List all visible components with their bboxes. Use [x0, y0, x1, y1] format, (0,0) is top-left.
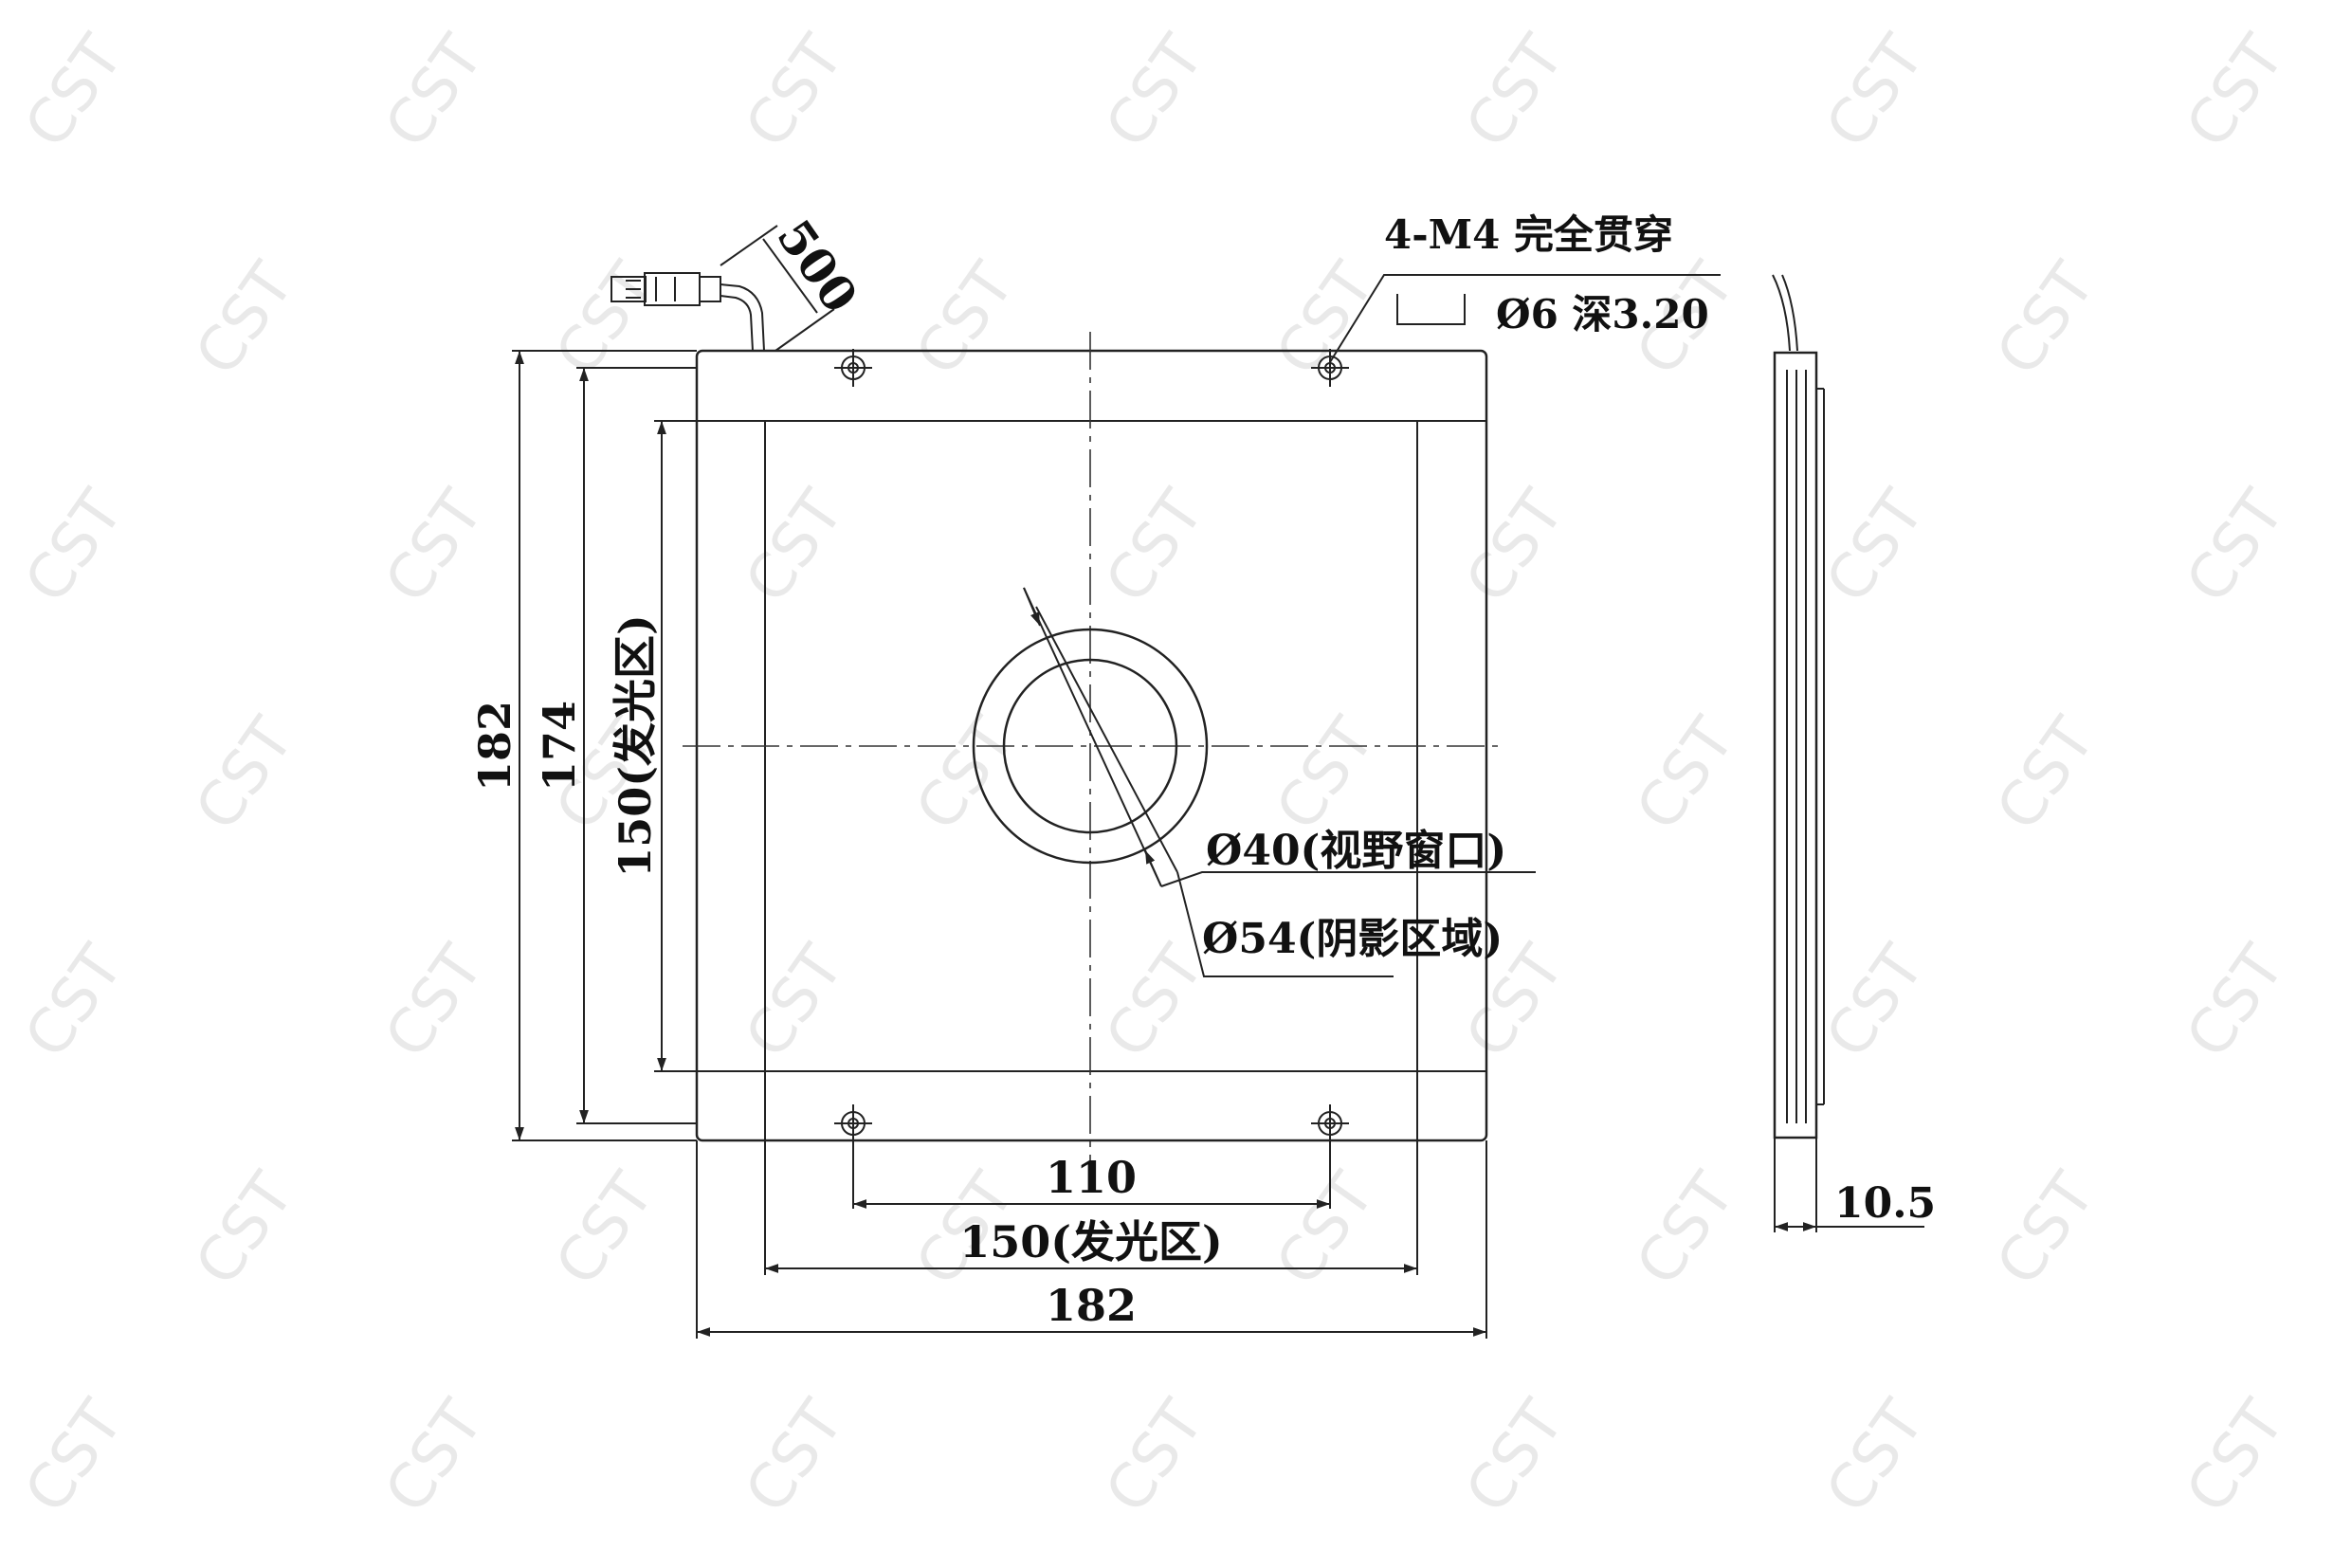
shadow-diameter-label: Ø54(阴影区域)	[1202, 915, 1503, 963]
watermark-text: CST	[2173, 478, 2298, 615]
watermark-text: CST	[1452, 1388, 1577, 1525]
watermark-text: CST	[182, 250, 307, 388]
watermark-text: CST	[1452, 23, 1577, 160]
watermark-text: CST	[1452, 478, 1577, 615]
hole-spec-label: 4-M4 完全贯穿	[1384, 211, 1673, 258]
mounting-hole-tr	[1311, 349, 1349, 387]
mounting-hole-br	[1311, 1104, 1349, 1142]
watermark-text: CST	[732, 1388, 857, 1525]
watermark-text: CST	[732, 933, 857, 1070]
watermark-text: CST	[1813, 478, 1938, 615]
watermark-text: CST	[732, 23, 857, 160]
watermark-text: CST	[732, 478, 857, 615]
watermark-text: CST	[11, 933, 137, 1070]
watermark-text: CST	[1983, 250, 2108, 388]
watermark-text: CST	[372, 933, 497, 1070]
mounting-hole-bl	[834, 1104, 872, 1142]
cable-length-dim	[720, 225, 835, 352]
watermark-text: CST	[182, 705, 307, 843]
watermark-text: CST	[11, 1388, 137, 1525]
watermark-text: CST	[2173, 1388, 2298, 1525]
emit-width-label: 150(发光区)	[959, 1216, 1223, 1267]
watermark-text: CST	[1983, 1160, 2108, 1298]
side-view	[1772, 274, 1924, 1232]
watermark-text: CST	[1623, 705, 1748, 843]
left-dims	[512, 350, 697, 1141]
bottom-dims	[696, 1071, 1487, 1339]
watermark-text: CST	[1983, 705, 2108, 843]
hole-spacing-label: 110	[1046, 1152, 1137, 1203]
watermark-text: CST	[1623, 1160, 1748, 1298]
front-view	[512, 225, 1721, 1339]
watermark-text: CST	[542, 1160, 667, 1298]
watermark-text: CST	[1263, 1160, 1388, 1298]
counterbore-spec-label: Ø6 深3.20	[1496, 291, 1709, 337]
watermark-text: CST	[1813, 1388, 1938, 1525]
outer-width-label: 182	[1046, 1280, 1137, 1331]
watermark-text: CST	[372, 1388, 497, 1525]
window-circle	[1002, 658, 1178, 834]
watermark-text: CST	[2173, 23, 2298, 160]
watermark-text: CST	[372, 478, 497, 615]
hole-leader	[1329, 274, 1721, 363]
diameter-dims	[1023, 587, 1536, 977]
watermark-text: CST	[1092, 1388, 1217, 1525]
thickness-label: 10.5	[1834, 1179, 1936, 1228]
watermark-text: CST	[372, 23, 497, 160]
watermark-text: CST	[1263, 705, 1388, 843]
watermark-text: CST	[11, 478, 137, 615]
side-body	[1773, 351, 1818, 1140]
cable-length-label: 500	[766, 210, 868, 322]
watermark-text: CST	[182, 1160, 307, 1298]
watermark-text: CST	[1813, 23, 1938, 160]
watermark-text: CST	[1092, 933, 1217, 1070]
watermark-text: CST	[1813, 933, 1938, 1070]
emit-height-label: 150(发光区)	[610, 614, 661, 878]
mounting-hole-tl	[834, 349, 872, 387]
watermark-text: CST	[2173, 933, 2298, 1070]
watermark-text: CST	[902, 250, 1028, 388]
inner-height-label: 174	[534, 701, 585, 792]
cable-connector	[611, 272, 765, 352]
window-diameter-label: Ø40(视野窗口)	[1206, 827, 1506, 875]
outer-height-label: 182	[469, 701, 520, 792]
watermark-layer: CST CST CST CST CST CST CST CST CST CST CST CST CST C…	[11, 23, 2298, 1525]
watermark-text: CST	[11, 23, 137, 160]
watermark-text: CST	[1092, 478, 1217, 615]
shadow-circle	[972, 628, 1209, 865]
watermark-text: CST	[1092, 23, 1217, 160]
